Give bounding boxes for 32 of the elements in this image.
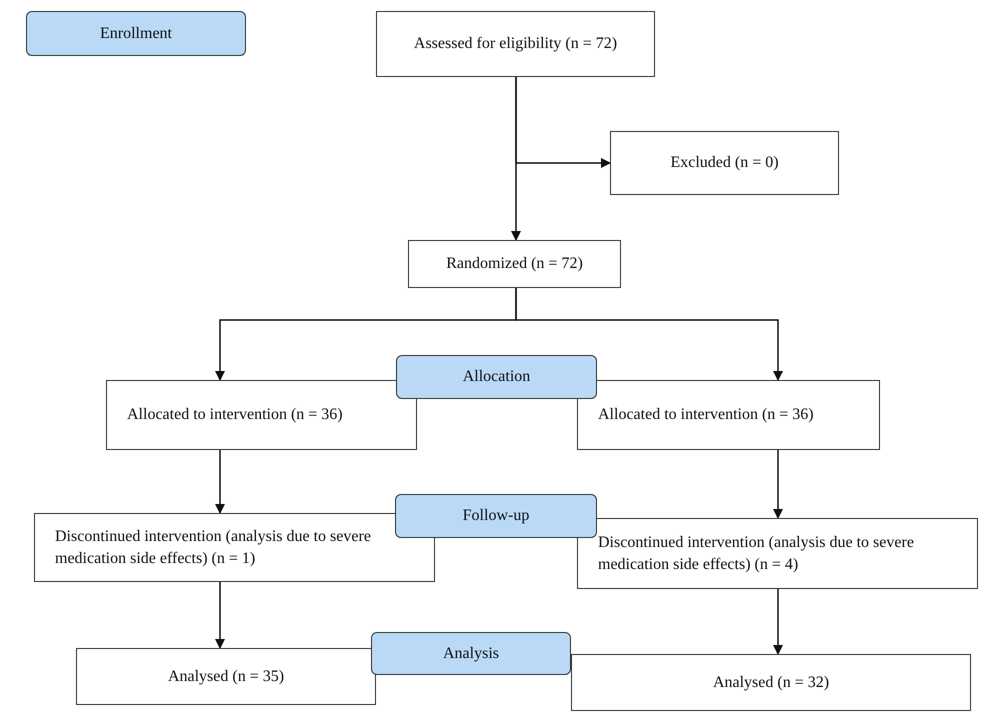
node-text: Analysed (n = 35) xyxy=(168,666,284,687)
node-text: Enrollment xyxy=(100,24,172,44)
process-box xyxy=(577,518,978,589)
arrow xyxy=(511,77,521,241)
node-text: Randomized (n = 72) xyxy=(446,254,583,274)
process-box xyxy=(408,240,621,288)
node-text: Excluded (n = 0) xyxy=(670,153,779,174)
stage-label xyxy=(26,11,246,56)
node-text: Discontinued intervention (analysis due to severe medication side effects) (n = 1) xyxy=(55,526,372,568)
arrow xyxy=(773,450,783,519)
process-box xyxy=(610,131,839,195)
node-text: Analysis xyxy=(443,644,499,664)
node-text: Assessed for eligibility (n = 72) xyxy=(414,34,618,54)
process-box xyxy=(376,11,655,77)
node-text: Follow-up xyxy=(462,506,530,526)
process-box xyxy=(577,380,880,450)
process-box xyxy=(34,513,435,582)
stage-label xyxy=(371,632,571,675)
arrow xyxy=(773,589,783,655)
process-box xyxy=(571,654,971,711)
process-box xyxy=(106,380,417,450)
arrow xyxy=(515,288,783,381)
node-text: Discontinued intervention (analysis due to severe medication side effects) (n = 4) xyxy=(598,532,915,574)
node-text: Analysed (n = 32) xyxy=(712,672,830,693)
stage-label xyxy=(396,355,597,399)
arrow xyxy=(215,582,225,649)
node-text: Allocation xyxy=(462,367,530,388)
stage-label xyxy=(395,494,597,538)
node-text: Allocated to intervention (n = 36) xyxy=(598,405,814,426)
process-box xyxy=(76,648,376,705)
node-text: Allocated to intervention (n = 36) xyxy=(127,405,343,426)
arrow xyxy=(215,450,225,514)
